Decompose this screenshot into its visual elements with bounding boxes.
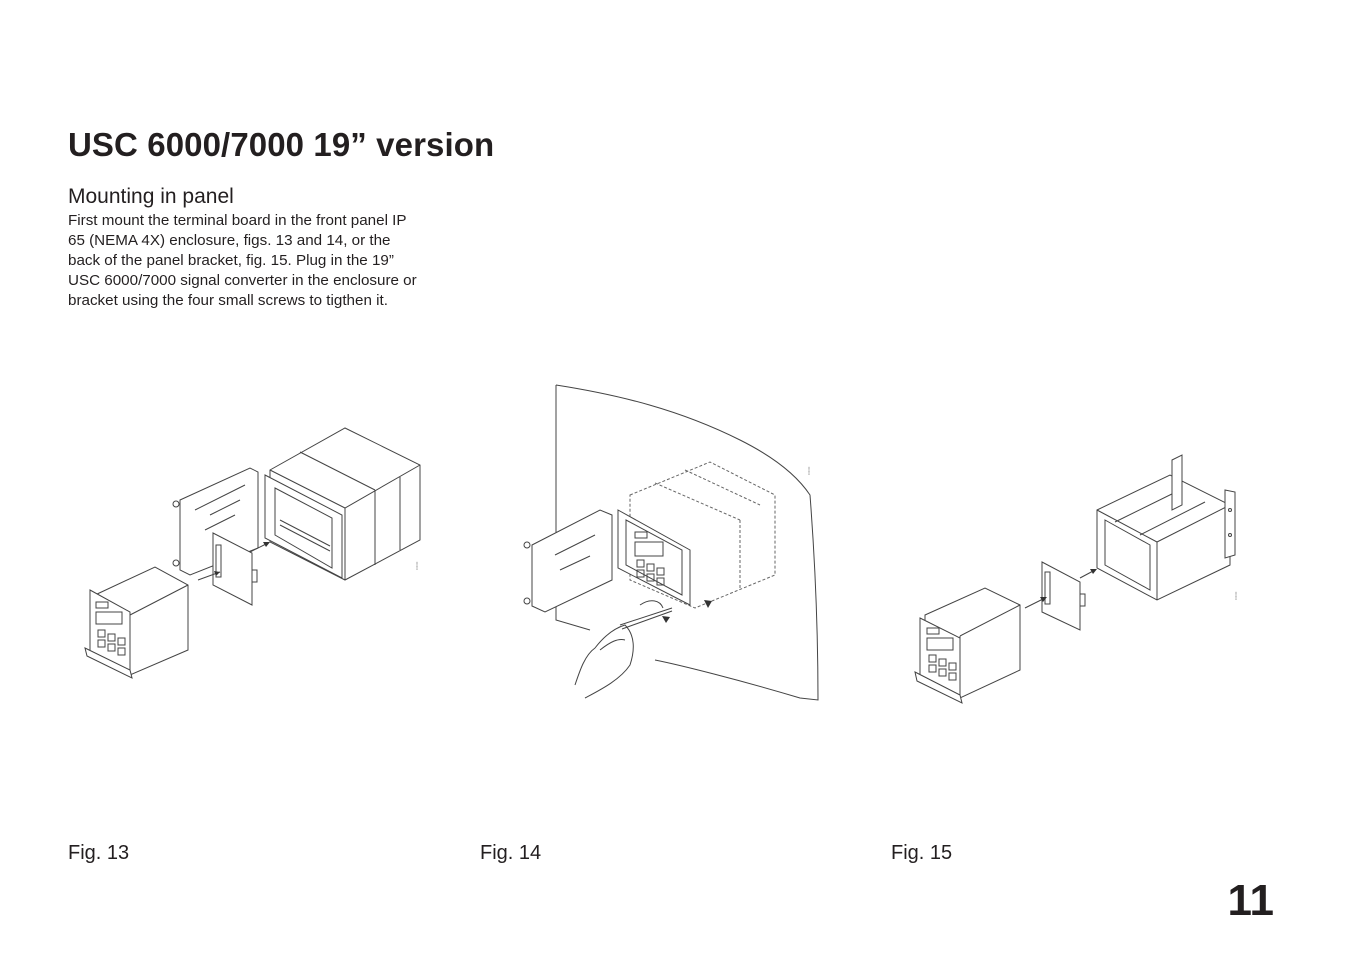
figure-14-caption: Fig. 14 xyxy=(480,842,542,864)
body-line: 65 (NEMA 4X) enclosure, figs. 13 and 14,… xyxy=(68,232,391,249)
drawing-id: •••••• xyxy=(1233,591,1238,600)
figure-15-illustration: •••••• xyxy=(900,450,1250,710)
figure-15-caption: Fig. 15 xyxy=(891,842,953,864)
body-line: First mount the terminal board in the fr… xyxy=(68,212,407,229)
section-heading: Mounting in panel xyxy=(68,185,234,208)
drawing-id: •••••• xyxy=(806,466,811,475)
figure-13-caption: Fig. 13 xyxy=(68,842,130,864)
page-title: USC 6000/7000 19” version xyxy=(68,126,495,163)
figure-14-illustration: •••••• xyxy=(500,380,830,710)
body-line: bracket using the four small screws to t… xyxy=(68,292,388,309)
body-line: back of the panel bracket, fig. 15. Plug… xyxy=(68,252,394,269)
drawing-id: •••••• xyxy=(414,561,419,570)
page-number: 11 xyxy=(1227,876,1274,925)
figure-13-illustration: •••••• xyxy=(80,420,440,680)
body-paragraph: First mount the terminal board in the fr… xyxy=(68,211,468,311)
body-line: USC 6000/7000 signal converter in the en… xyxy=(68,272,417,289)
